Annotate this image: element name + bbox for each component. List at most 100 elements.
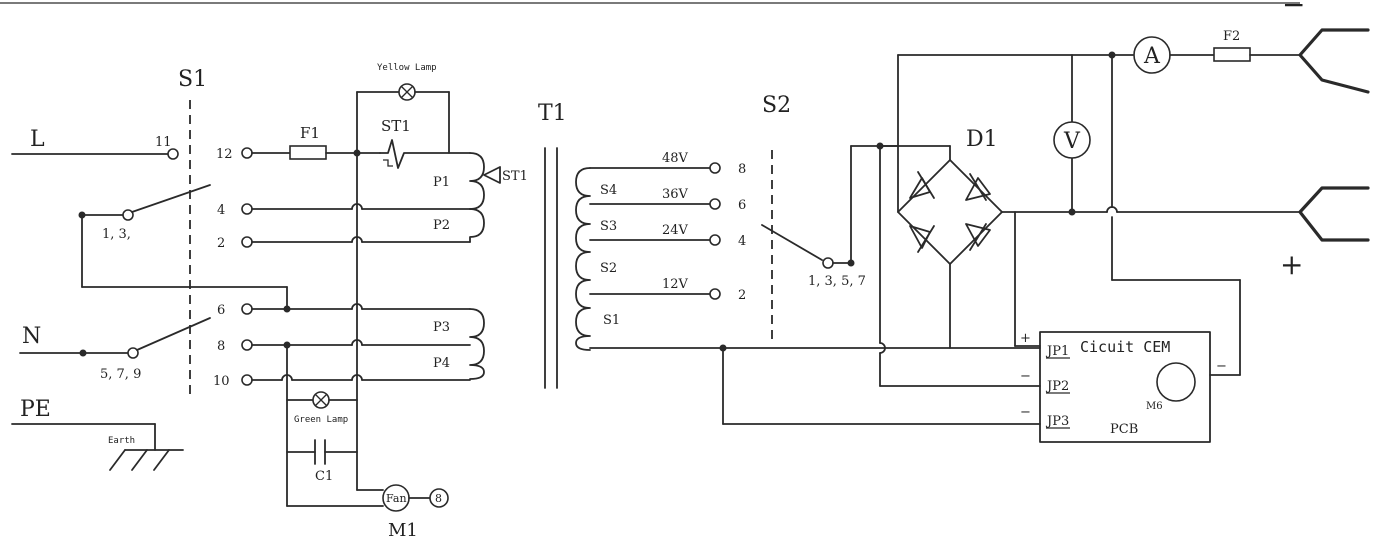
label-t2: 2: [217, 236, 225, 251]
label-green-lamp: Green Lamp: [294, 415, 348, 425]
label-positive: +: [1280, 248, 1303, 281]
label-out-4: 4: [738, 234, 746, 249]
terminal-2: [241, 236, 253, 248]
label-m1: M1: [388, 520, 418, 541]
label-48v: 48V: [662, 151, 689, 166]
label-s1-11: 11: [155, 135, 172, 150]
label-p1: P1: [433, 175, 450, 190]
st1-thermostat-icon: [379, 139, 471, 169]
yellow-lamp-cross: [400, 85, 414, 99]
terminal-8: [241, 339, 253, 351]
pcb-m6-icon: [1156, 362, 1196, 402]
label-t1: T1: [538, 101, 567, 126]
s1-terminal-11: [167, 148, 179, 160]
label-p3: P3: [433, 320, 450, 335]
label-cicuit-cem: Cicuit CEM: [1080, 338, 1170, 356]
label-out-2: 2: [738, 288, 746, 303]
label-t6: 6: [217, 303, 225, 318]
label-s1-winding: S1: [603, 313, 620, 328]
bridge-rectifier-d1: [897, 159, 1003, 265]
fuse-f1: [289, 145, 327, 160]
label-negative: −: [1282, 0, 1305, 21]
fan-plug-icon: [429, 488, 449, 508]
coil-p2: [469, 208, 485, 243]
diode-bar: [917, 171, 935, 199]
s2-blade: [761, 224, 823, 261]
label-n: N: [22, 324, 41, 349]
label-ammeter: A: [1143, 44, 1161, 69]
label-s1-pos-b: 5, 7, 9: [100, 367, 141, 382]
label-pcb-right-sign: −: [1216, 359, 1227, 374]
fuse-f2: [1213, 47, 1251, 62]
junction-dot: [78, 211, 86, 219]
terminal-4: [241, 203, 253, 215]
label-jp1: JP1: [1045, 344, 1069, 359]
label-l: L: [30, 127, 45, 152]
tap-terminal-8: [709, 162, 721, 174]
s1-upper-blade: [131, 184, 211, 213]
wire-hop: [351, 303, 363, 310]
label-t8: 8: [217, 339, 225, 354]
s1-terminal-upper: [122, 209, 134, 221]
tap-terminal-2: [709, 288, 721, 300]
label-fan-num: 8: [435, 492, 442, 505]
label-jp1-sign: +: [1020, 331, 1031, 346]
s1-terminal-lower: [127, 347, 139, 359]
label-jp3-sign: −: [1020, 405, 1031, 420]
primary-terminals: [241, 147, 253, 386]
diode-bar: [969, 173, 987, 201]
label-s2-pos: 1, 3, 5, 7: [808, 274, 866, 289]
label-36v: 36V: [662, 187, 689, 202]
coil-p3-p4: [469, 308, 485, 380]
label-s2: S2: [762, 93, 791, 118]
label-jp3: JP3: [1045, 414, 1069, 429]
earth-hatch: [109, 449, 126, 471]
voltmeter-icon: [1053, 121, 1091, 159]
diode-icon: [965, 223, 991, 247]
wire-hop: [879, 342, 886, 354]
secondary-winding: [575, 167, 591, 351]
label-st1: ST1: [381, 117, 411, 135]
label-12v: 12V: [662, 277, 689, 292]
negative-clamp-icon: [1298, 28, 1370, 94]
wire-hop: [351, 374, 363, 381]
label-jp2-sign: −: [1020, 369, 1031, 384]
pcb-cicuit-cem: [1039, 331, 1211, 443]
wire-hop: [351, 339, 363, 346]
label-t10: 10: [213, 374, 230, 389]
label-t4: 4: [217, 203, 225, 218]
label-fan: Fan: [386, 492, 407, 505]
label-m6: M6: [1146, 401, 1163, 412]
tap-terminal-6: [709, 198, 721, 210]
label-p4: P4: [433, 356, 450, 371]
label-s3: S3: [600, 219, 617, 234]
terminal-10: [241, 374, 253, 386]
label-pcb: PCB: [1110, 422, 1138, 437]
label-f2: F2: [1223, 29, 1240, 44]
label-pe: PE: [20, 397, 51, 422]
label-out-8: 8: [738, 162, 746, 177]
label-c1: C1: [315, 469, 333, 484]
label-s2-winding: S2: [600, 261, 617, 276]
label-voltmeter: V: [1063, 129, 1081, 154]
label-p2: P2: [433, 218, 450, 233]
label-jp2: JP2: [1045, 379, 1069, 394]
diode-icons: [909, 171, 991, 253]
label-d1: D1: [966, 127, 998, 152]
st1-symbol: [383, 159, 393, 167]
diode-icon: [965, 177, 991, 201]
label-t12: 12: [216, 147, 233, 162]
label-f1: F1: [300, 124, 320, 142]
coil-p1: [469, 152, 485, 210]
earth-hatch: [153, 449, 170, 471]
diode-bar: [969, 223, 987, 251]
switch-s1: [11, 100, 211, 471]
label-24v: 24V: [662, 223, 689, 238]
label-st1-side: ST1: [502, 169, 528, 184]
terminal-6: [241, 303, 253, 315]
label-yellow-lamp: Yellow Lamp: [377, 63, 437, 73]
label-s1: S1: [178, 67, 207, 92]
s2-terminal: [822, 257, 834, 269]
